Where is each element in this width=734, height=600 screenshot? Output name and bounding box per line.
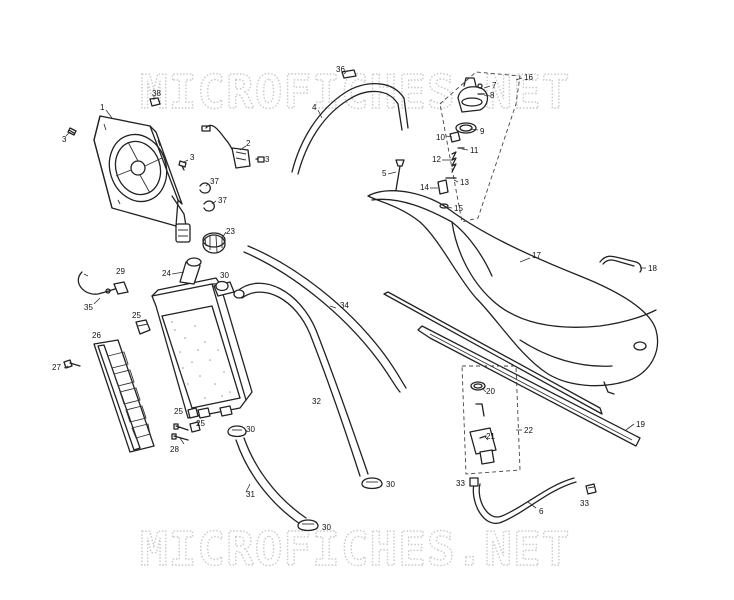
hose-clamp-30-right — [361, 477, 383, 490]
callout-23: 23 — [226, 227, 235, 236]
overflow-hose-4 — [291, 69, 409, 175]
cooling-fan-assembly — [93, 115, 191, 243]
callout-9: 9 — [480, 127, 485, 136]
callout-37-lower: 37 — [218, 196, 227, 205]
leader-lines — [63, 71, 646, 509]
callout-3-left: 3 — [62, 135, 67, 144]
tank-strips-19 — [383, 291, 641, 447]
callout-3-center: 3 — [190, 153, 195, 162]
callout-21: 21 — [486, 432, 495, 441]
hose-clip-33-left — [469, 477, 479, 487]
callout-7: 7 — [492, 81, 497, 90]
screw-3-right — [255, 156, 265, 163]
thermo-switch — [201, 124, 251, 169]
rubber-mount-25-upper — [135, 319, 151, 335]
clip-37-upper — [199, 182, 211, 194]
callout-27: 27 — [52, 363, 61, 372]
callout-16: 16 — [524, 73, 533, 82]
hose-clip-33-right — [585, 483, 597, 495]
callout-25-lower: 25 — [196, 419, 205, 428]
grommet-38 — [149, 97, 161, 107]
lower-hose-31 — [235, 437, 307, 525]
callout-8: 8 — [490, 91, 495, 100]
radiator — [151, 257, 253, 419]
hose-clamp-30-mid — [227, 425, 247, 438]
callout-37-upper: 37 — [210, 177, 219, 186]
callout-5: 5 — [382, 169, 387, 178]
callout-25-upper: 25 — [132, 311, 141, 320]
callout-26: 26 — [92, 331, 101, 340]
callout-19: 19 — [636, 420, 645, 429]
hose-clamp-30-top — [215, 280, 229, 292]
callout-4: 4 — [312, 103, 317, 112]
callout-20: 20 — [486, 387, 495, 396]
fuel-hose-6 — [472, 477, 577, 525]
screw-3-center — [178, 160, 187, 171]
fuel-tank — [367, 190, 659, 395]
bolt-5 — [395, 159, 405, 191]
callout-36: 36 — [336, 65, 345, 74]
fuel-tap-kit-22 — [461, 365, 521, 475]
callout-1: 1 — [100, 103, 105, 112]
radiator-grille — [93, 339, 155, 453]
callout-33-left: 33 — [456, 479, 465, 488]
screw-3-left — [67, 127, 77, 136]
callout-10: 10 — [436, 133, 445, 142]
callout-29: 29 — [116, 267, 125, 276]
callout-38: 38 — [152, 89, 161, 98]
callout-28: 28 — [170, 445, 179, 454]
callout-17: 17 — [532, 251, 541, 260]
radiator-cap — [202, 232, 226, 254]
callout-12: 12 — [432, 155, 441, 164]
callout-30-right: 30 — [386, 480, 395, 489]
fuel-cap-kit-16 — [437, 71, 521, 223]
tank-strap-18 — [599, 255, 642, 273]
callout-24: 24 — [162, 269, 171, 278]
long-hose-34 — [243, 245, 407, 393]
radiator-hose-32 — [233, 282, 369, 477]
callout-3-right: 3 — [265, 155, 270, 164]
callout-6: 6 — [539, 507, 544, 516]
callout-35: 35 — [84, 303, 93, 312]
sensor-wire — [77, 271, 129, 295]
callout-33-right: 33 — [580, 499, 589, 508]
callout-31: 31 — [246, 490, 255, 499]
watermark-bottom: MICROFICHES.NET — [140, 522, 570, 576]
clip-37-lower — [203, 200, 215, 212]
callout-25-mid: 25 — [174, 407, 183, 416]
callout-34: 34 — [340, 301, 349, 310]
callout-30-bottom: 30 — [322, 523, 331, 532]
callout-15: 15 — [454, 204, 463, 213]
callout-32: 32 — [312, 397, 321, 406]
callout-18: 18 — [648, 264, 657, 273]
callout-30-mid: 30 — [246, 425, 255, 434]
hose-clamp-30-bottom — [297, 519, 319, 532]
callout-30-top: 30 — [220, 271, 229, 280]
callout-labels: 1 2 3 3 3 4 5 6 7 8 9 10 11 12 13 14 15 … — [52, 65, 657, 532]
callout-14: 14 — [420, 183, 429, 192]
callout-22: 22 — [524, 426, 533, 435]
callout-2: 2 — [246, 139, 251, 148]
bolts-28 — [171, 423, 189, 441]
bolt-27 — [63, 359, 81, 369]
callout-13: 13 — [460, 178, 469, 187]
callout-11: 11 — [470, 146, 479, 155]
rubber-mount-25-lower — [187, 407, 201, 433]
